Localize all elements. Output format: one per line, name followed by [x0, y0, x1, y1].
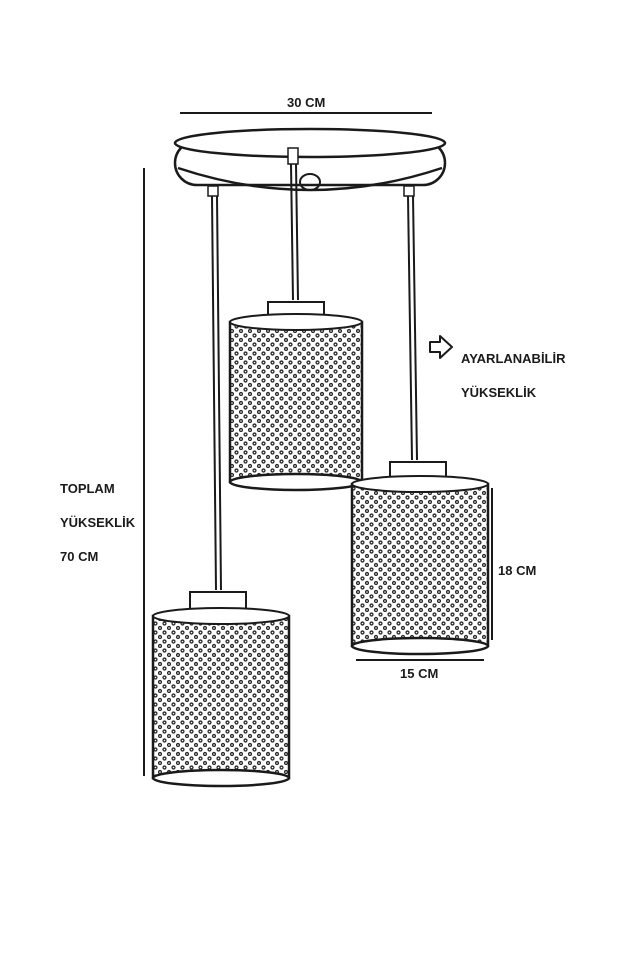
pendant-shade-middle: [228, 301, 364, 492]
ceiling-canopy: [173, 127, 447, 197]
total-height-label: TOPLAM YÜKSEKLİK 70 CM: [60, 463, 135, 582]
pendant-cords: [211, 163, 418, 591]
shade-height-label: 18 CM: [498, 563, 537, 578]
adjustable-label-line2: YÜKSEKLİK: [461, 385, 537, 400]
total-label-line2: YÜKSEKLİK: [60, 515, 136, 530]
pendant-shade-left: [151, 591, 291, 788]
shade-width-label: 15 CM: [400, 666, 439, 681]
arrow-right-outline-icon: [429, 335, 453, 359]
pendant-shade-right: [350, 461, 490, 656]
total-label-line3: 70 CM: [60, 549, 99, 564]
adjustable-label-line1: AYARLANABİLİR: [461, 351, 566, 366]
total-label-line1: TOPLAM: [60, 481, 115, 496]
adjustable-height-label: AYARLANABİLİR YÜKSEKLİK: [461, 333, 566, 418]
width-top-label: 30 CM: [287, 95, 326, 110]
